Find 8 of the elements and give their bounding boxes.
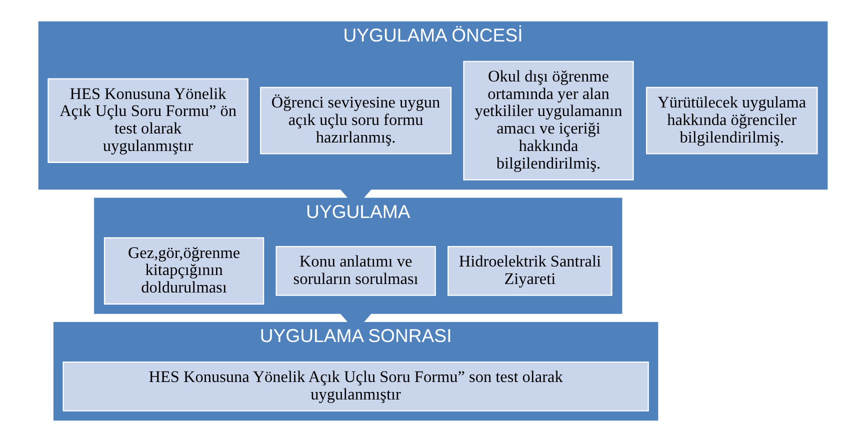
node-box: Yürütülecek uygulama hakkında öğrenciler bilgilendirilmiş. [646, 86, 818, 154]
node-box: Konu anlatımı ve soruların sorulması [275, 246, 436, 296]
node-box: Gez,gör,öğrenme kitapçığının doldurulması [103, 237, 264, 305]
node-box: Okul dışı öğrenme ortamında yer alan yetkililer uygulamanın amacı ve içeriği hakkında bilgilendirilmiş. [462, 60, 634, 180]
node-box: HES Konusuna Yönelik Açık Uçlu Soru Formu” son test olarak uygulanmıştır [62, 361, 648, 412]
node-box: Hidroelektrik Santrali Ziyareti [447, 246, 612, 296]
node-box: Öğrenci seviyesine uygun açık uçlu soru formu hazırlanmış. [260, 86, 452, 154]
node-box: HES Konusuna Yönelik Açık Uçlu Soru Formu” ön test olarak uygulanmıştır [47, 78, 248, 163]
